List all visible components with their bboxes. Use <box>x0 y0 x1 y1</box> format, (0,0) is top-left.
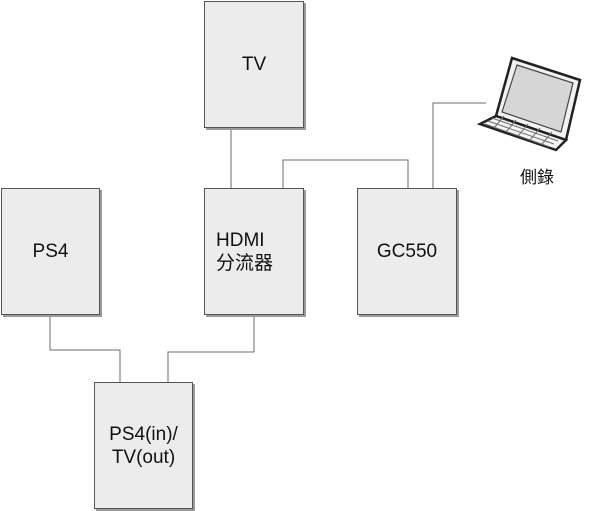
laptop-label: 側錄 <box>520 168 554 187</box>
hdmi-splitter-label-line1: HDMI <box>216 230 265 251</box>
capture-input-label-line1: PS4(in)/ <box>109 423 178 445</box>
wire-hdmi-to-gc550 <box>282 159 409 188</box>
gc550-box: GC550 <box>357 188 457 315</box>
gc550-label: GC550 <box>376 240 438 262</box>
wire-hdmi-to-capture <box>167 315 255 382</box>
tv-box: TV <box>204 1 304 128</box>
tv-label: TV <box>241 53 267 75</box>
ps4-box: PS4 <box>1 188 100 315</box>
capture-input-box: PS4(in)/ TV(out) <box>94 382 193 509</box>
ps4-label: PS4 <box>32 240 69 262</box>
laptop-icon <box>476 56 582 152</box>
capture-input-label-line2: TV(out) <box>111 446 176 468</box>
hdmi-splitter-label-line2: 分流器 <box>216 253 274 274</box>
wire-gc550-to-laptop <box>432 102 486 188</box>
wire-ps4-to-capture <box>49 315 121 382</box>
hdmi-splitter-box: HDMI 分流器 <box>204 188 304 315</box>
